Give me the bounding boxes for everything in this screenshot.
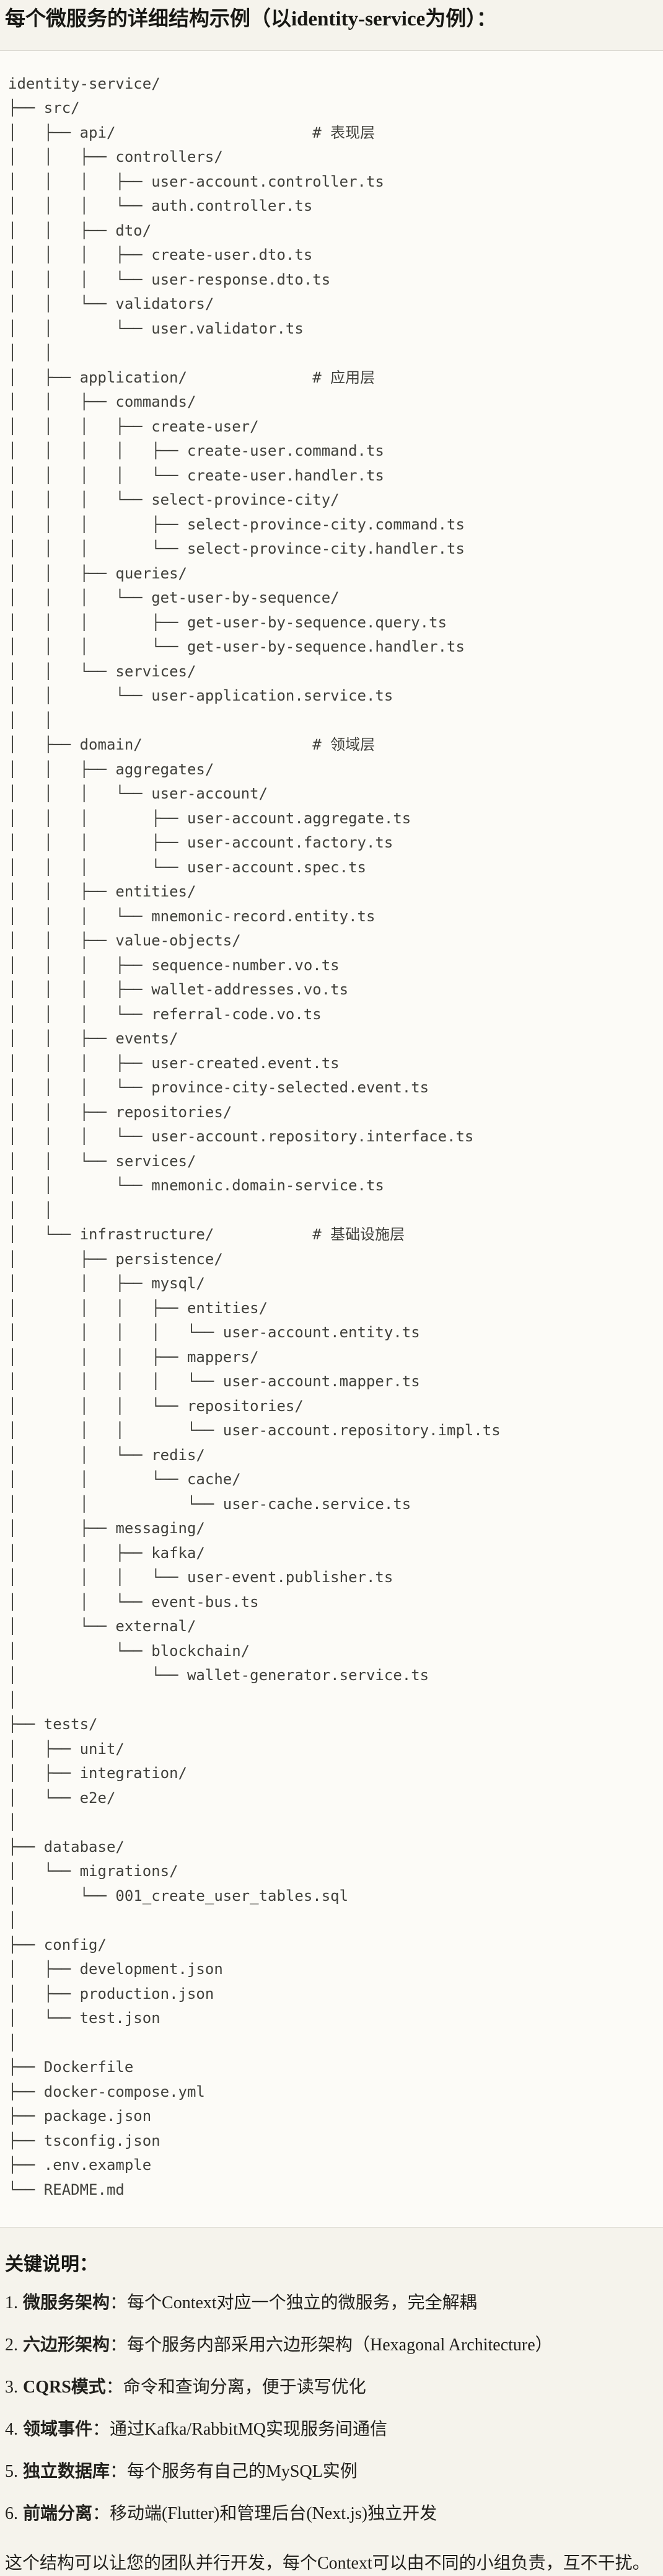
note-number: 5. <box>5 2462 18 2482</box>
key-note-item-3: 3. CQRS模式：命令和查询分离，便于读写优化 <box>5 2375 658 2400</box>
key-note-item-6: 6.前端分离：移动端(Flutter)和管理后台(Next.js)独立开发 <box>5 2502 658 2526</box>
page-title: 每个微服务的详细结构示例（以identity-service为例）： <box>5 8 497 30</box>
note-number: 6. <box>5 2504 18 2524</box>
key-note-item-4: 4.领域事件：通过Kafka/RabbitMQ实现服务间通信 <box>5 2417 658 2442</box>
directory-tree-code-block: identity-service/ ├── src/ │ ├── api/ # … <box>0 50 663 2228</box>
key-note-item-1: 1.微服务架构：每个Context对应一个独立的微服务，完全解耦 <box>5 2291 658 2316</box>
key-note-item-5: 5.独立数据库：每个服务有自己的MySQL实例 <box>5 2459 658 2484</box>
note-label: 独立数据库 <box>23 2462 110 2482</box>
note-label: 微服务架构 <box>23 2293 110 2313</box>
closing-paragraph: 这个结构可以让您的团队并行开发，每个Context可以由不同的小组负责，互不干扰… <box>5 2554 650 2574</box>
note-label: 前端分离 <box>23 2504 93 2524</box>
note-text: ：移动端(Flutter)和管理后台(Next.js)独立开发 <box>92 2504 437 2524</box>
key-notes-heading: 关键说明： <box>5 2254 98 2275</box>
note-number: 2. <box>5 2335 18 2355</box>
note-label: CQRS模式 <box>23 2378 106 2397</box>
note-text: ：命令和查询分离，便于读写优化 <box>105 2378 366 2397</box>
key-note-item-2: 2.六边形架构：每个服务内部采用六边形架构（Hexagonal Architec… <box>5 2333 658 2358</box>
note-number: 3. <box>5 2378 18 2397</box>
note-label: 六边形架构 <box>23 2335 110 2355</box>
note-number: 1. <box>5 2293 18 2313</box>
directory-tree: identity-service/ ├── src/ │ ├── api/ # … <box>8 74 501 2198</box>
note-number: 4. <box>5 2420 18 2440</box>
note-text: ：每个服务有自己的MySQL实例 <box>110 2462 358 2482</box>
note-text: ：每个服务内部采用六边形架构（Hexagonal Architecture） <box>110 2335 553 2355</box>
note-label: 领域事件 <box>23 2420 93 2440</box>
note-text: ：通过Kafka/RabbitMQ实现服务间通信 <box>92 2420 387 2440</box>
note-text: ：每个Context对应一个独立的微服务，完全解耦 <box>110 2293 477 2313</box>
key-notes-section: 关键说明： 1.微服务架构：每个Context对应一个独立的微服务，完全解耦 2… <box>0 2249 663 2576</box>
